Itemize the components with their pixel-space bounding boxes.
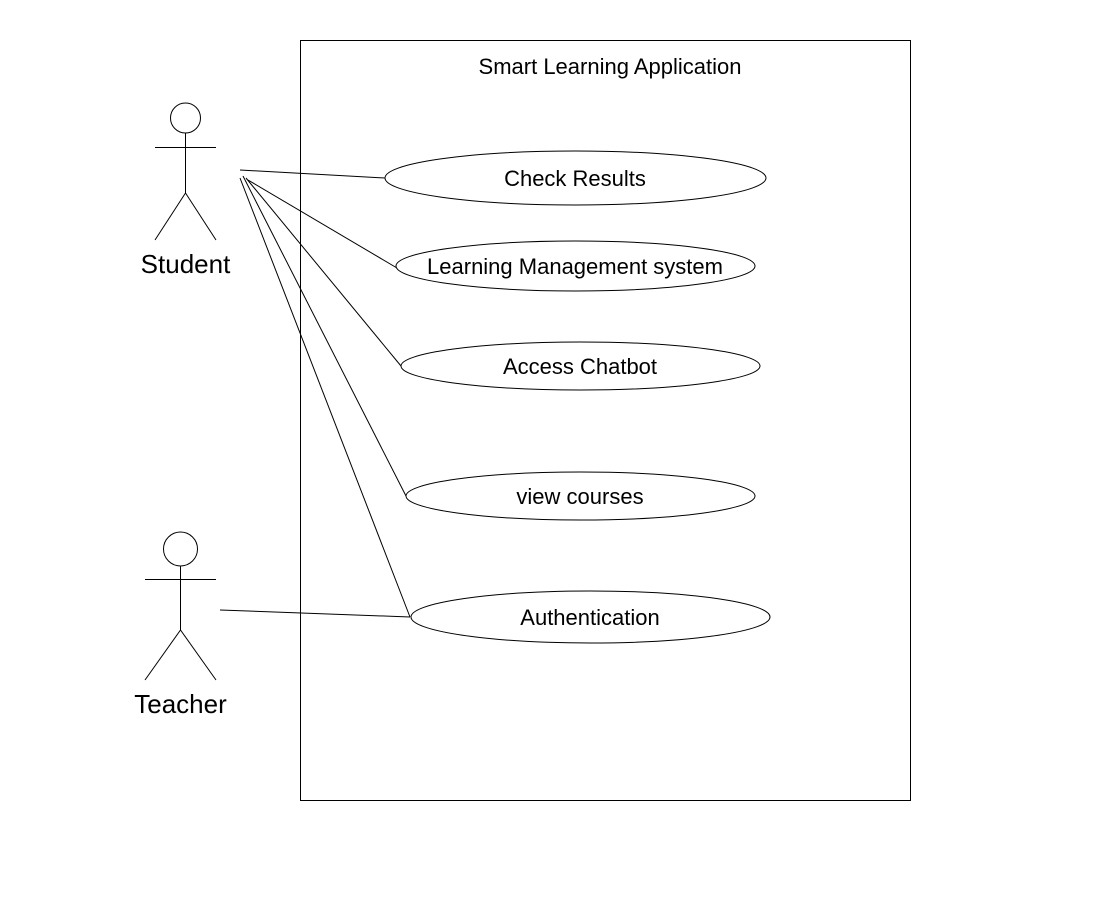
system-boundary-box <box>300 40 911 801</box>
stick-figure-icon <box>154 102 217 241</box>
use-case-view-courses-label: view courses <box>516 484 643 509</box>
actor-teacher: Teacher <box>134 531 227 719</box>
association-student-chatbot <box>245 177 402 367</box>
association-student-authentication <box>239 177 411 618</box>
actor-student-label: Student <box>141 249 231 279</box>
actor-teacher-label: Teacher <box>134 689 227 719</box>
use-case-view-courses: view courses <box>405 471 756 521</box>
use-case-lms: Learning Management system <box>395 240 756 292</box>
use-case-chatbot-label: Access Chatbot <box>503 354 657 379</box>
use-case-lms-ellipse <box>395 240 756 292</box>
system-boundary: Smart Learning Application <box>300 40 911 801</box>
use-case-chatbot-ellipse <box>400 341 761 391</box>
association-teacher-authentication <box>219 609 411 618</box>
use-case-view-courses-ellipse <box>405 471 756 521</box>
association-student-check-results <box>239 169 386 179</box>
actor-student: Student <box>141 102 231 279</box>
use-case-authentication-ellipse <box>410 590 771 644</box>
use-case-check-results-label: Check Results <box>504 166 646 191</box>
stick-figure-icon <box>144 531 217 681</box>
use-case-check-results: Check Results <box>384 150 767 206</box>
use-case-lms-label: Learning Management system <box>427 254 723 279</box>
system-title: Smart Learning Application <box>479 54 742 79</box>
use-case-authentication-label: Authentication <box>520 605 659 630</box>
association-student-view-courses <box>242 175 407 497</box>
associations <box>219 169 411 618</box>
use-case-check-results-ellipse <box>384 150 767 206</box>
use-case-chatbot: Access Chatbot <box>400 341 761 391</box>
use-case-authentication: Authentication <box>410 590 771 644</box>
association-student-lms <box>247 179 398 269</box>
